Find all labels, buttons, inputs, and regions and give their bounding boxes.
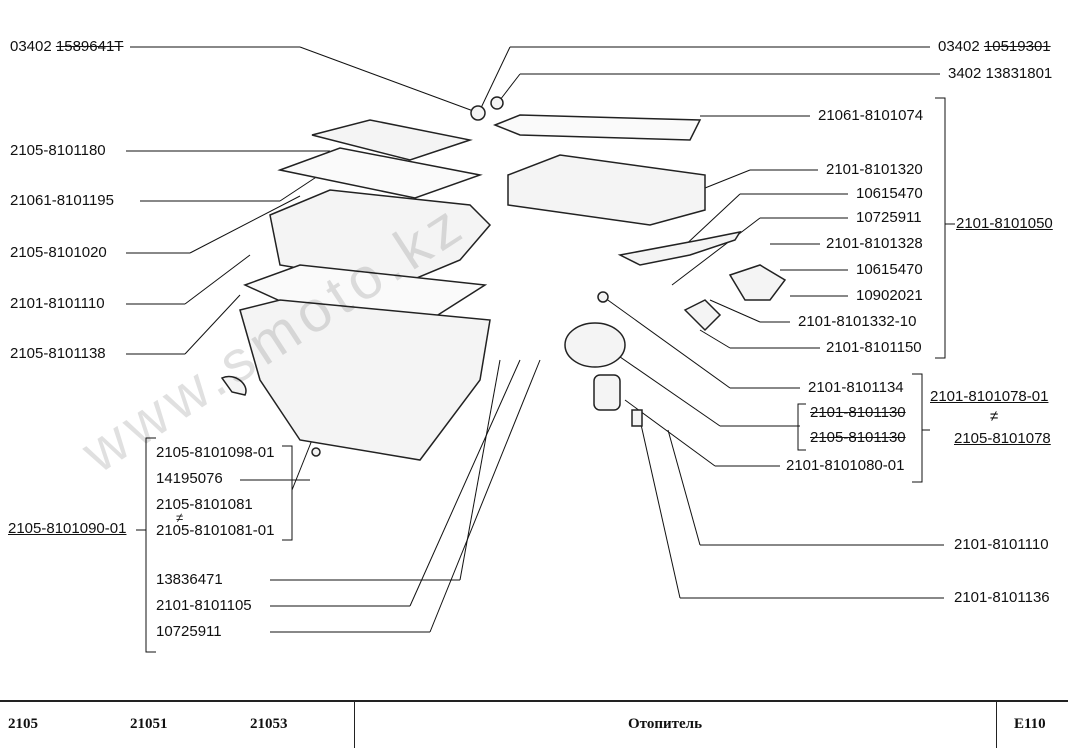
valve-part [683, 299, 722, 332]
grommet-part [597, 291, 609, 303]
label-part-r4: 2101-8101320 [826, 161, 923, 178]
label-part-r5: 10615470 [856, 185, 923, 202]
label-part-l2: 2105-8101180 [10, 142, 106, 159]
label-part-r17: 2101-8101136 [954, 589, 1050, 606]
label-part-r8: 10615470 [856, 261, 923, 278]
part-number-suffix: 10519301 [983, 38, 1051, 55]
label-part-r16: 2101-8101110 [954, 536, 1049, 553]
label-part-r3: 21061-8101074 [818, 107, 924, 124]
frame-part [492, 114, 702, 141]
label-part-r11: 2101-8101150 [826, 339, 922, 356]
label-part-l6: 2105-8101138 [10, 345, 106, 362]
radiator-part [507, 154, 706, 226]
label-part-b5: 13836471 [156, 571, 223, 588]
part-number-prefix: 03402 [10, 38, 56, 55]
label-part-r7: 2101-8101328 [826, 235, 923, 252]
label-part-l5: 2101-8101110 [10, 295, 105, 312]
top-cover-part [311, 119, 473, 161]
exploded-parts-diagram [126, 46, 955, 653]
part-number-suffix: 1589641Т [55, 38, 124, 55]
label-part-r1: 03402 10519301 [938, 38, 1051, 56]
label-group-fan-bottom: 2105-8101078 [954, 430, 1051, 447]
footer-model-2: 21051 [130, 716, 168, 732]
label-part-b6: 2101-8101105 [156, 597, 252, 614]
gasket-part [277, 147, 483, 199]
footer-model-3: 21053 [250, 716, 288, 732]
valve-bracket-part [728, 264, 787, 301]
resistor-part [631, 409, 643, 427]
footer-divider [354, 702, 355, 748]
footer-model-1: 2105 [8, 716, 38, 732]
label-part-b2: 14195076 [156, 470, 223, 487]
footer-bar: 2105 21051 21053 Отопитель E110 [0, 700, 1068, 748]
label-group-fan-top: 2101-8101078-01 [930, 388, 1049, 405]
label-part-r13: 2101-8101130 [810, 404, 906, 421]
label-part-r14: 2105-8101130 [810, 429, 906, 446]
nut-part [470, 105, 486, 121]
label-part-r15: 2101-8101080-01 [786, 457, 905, 474]
fan-part [564, 322, 626, 368]
label-part-b-neq: ≠ [176, 510, 184, 525]
footer-title: Отопитель [628, 716, 702, 732]
label-part-l1: 03402 1589641Т [10, 38, 123, 56]
label-part-b4: 2105-8101081-01 [156, 522, 275, 539]
label-part-r10: 2101-8101332-10 [798, 313, 917, 330]
label-part-b1: 2105-8101098-01 [156, 444, 275, 461]
lever-part [220, 375, 247, 396]
nut-part-2 [490, 96, 504, 110]
label-part-b7: 10725911 [156, 623, 222, 640]
rod-part [617, 230, 742, 266]
label-part-r2: 3402 13831801 [948, 65, 1053, 82]
part-number-prefix: 03402 [938, 38, 984, 55]
footer-divider-2 [996, 702, 997, 748]
label-part-l3: 21061-8101195 [10, 192, 114, 209]
label-group-fan-neq: ≠ [990, 408, 999, 425]
lower-housing-part [239, 299, 491, 461]
label-part-r9: 10902021 [856, 287, 923, 304]
label-group-heater-valve: 2101-8101050 [956, 215, 1053, 232]
label-part-l4: 2105-8101020 [10, 244, 107, 261]
label-group-housing: 2105-8101090-01 [8, 520, 127, 537]
label-part-b3: 2105-8101081 [156, 496, 253, 513]
footer-page-code: E110 [1014, 716, 1046, 732]
motor-part [593, 374, 621, 411]
label-part-r6: 10725911 [856, 209, 922, 226]
bolt-part [311, 447, 321, 457]
label-part-r12: 2101-8101134 [808, 379, 904, 396]
